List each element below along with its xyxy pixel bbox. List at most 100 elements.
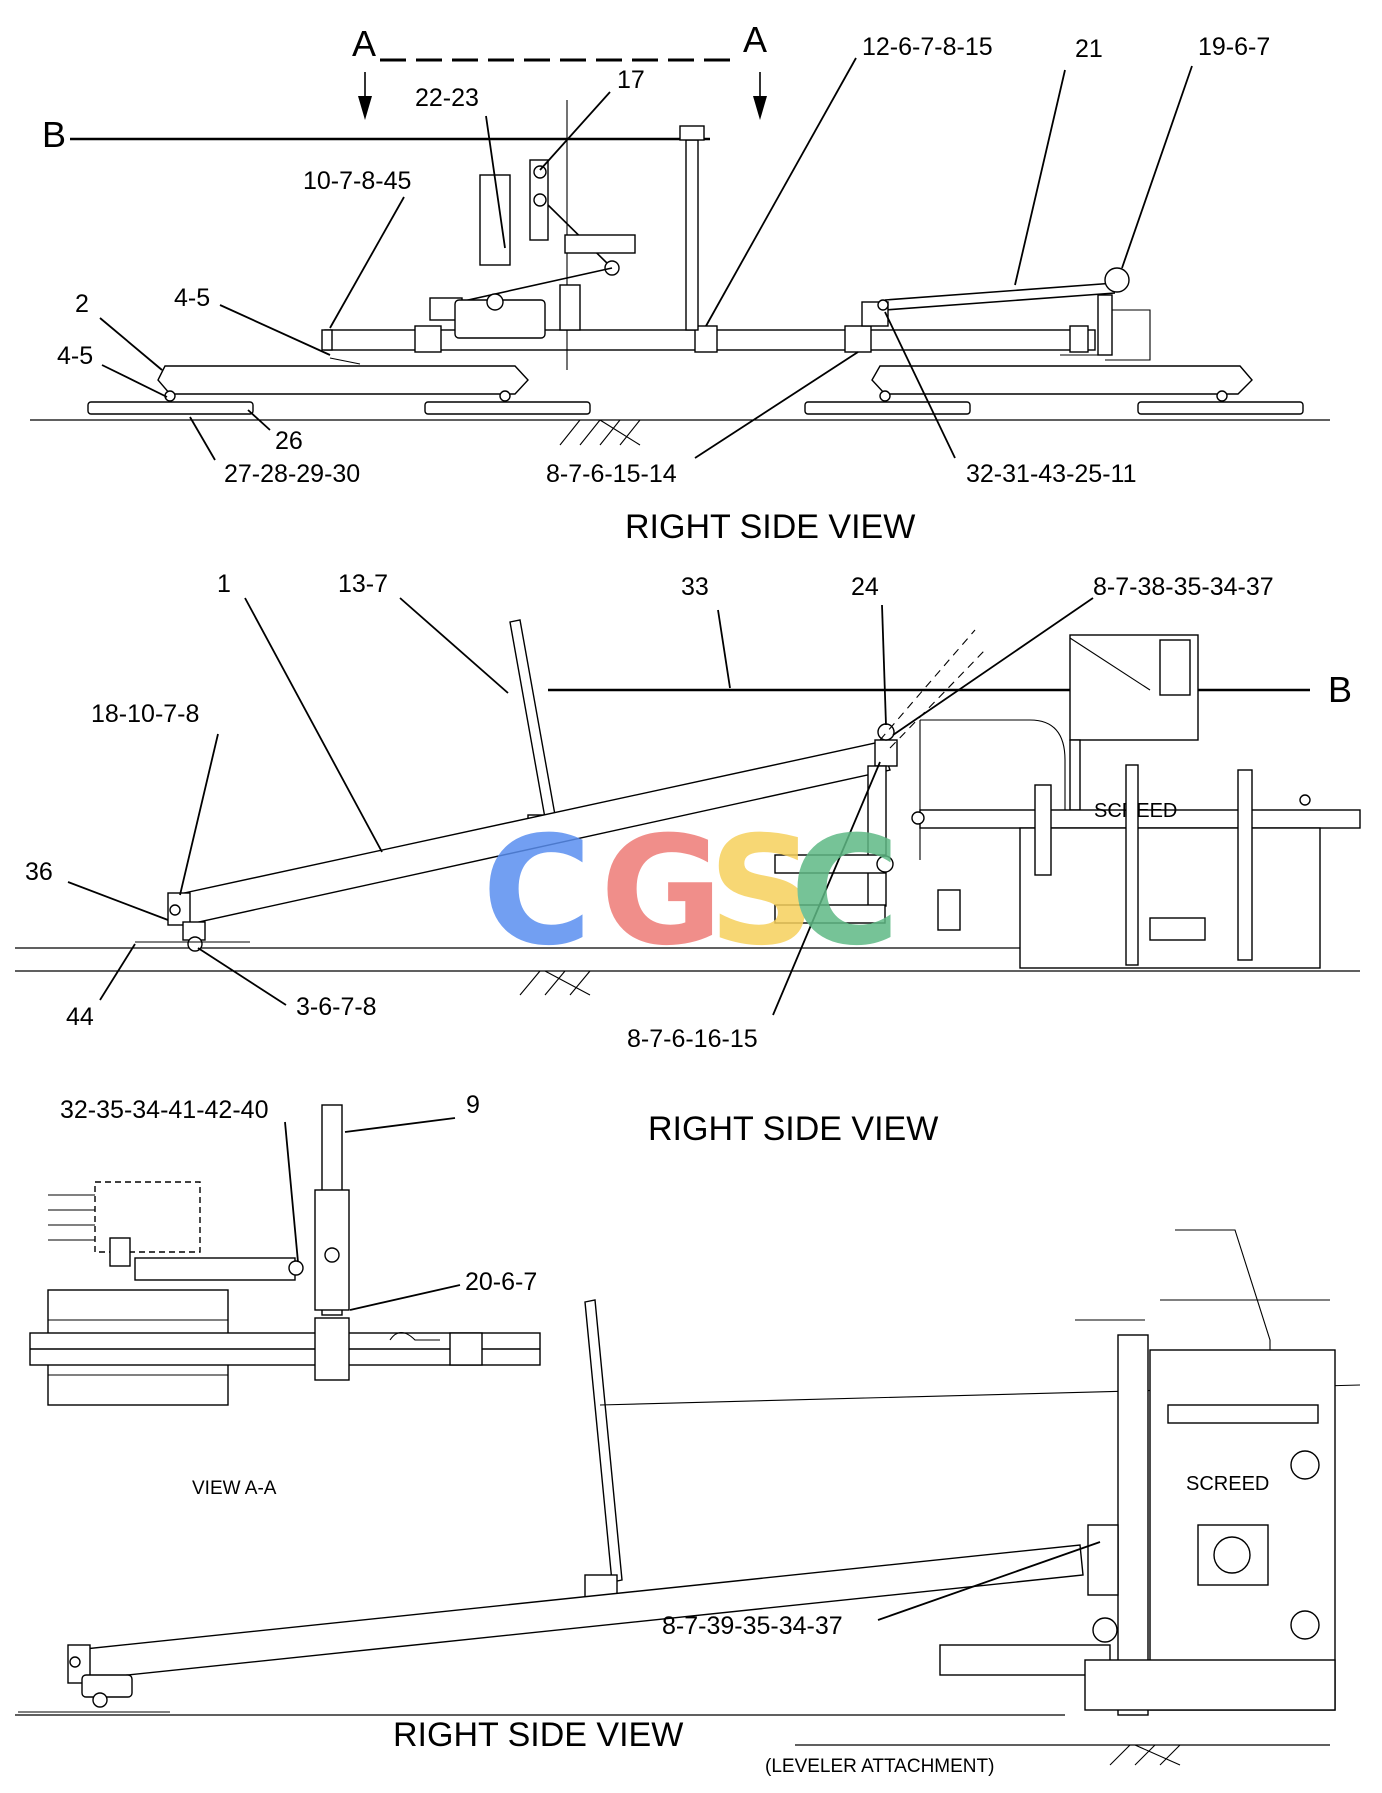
- screed-column: [1237, 769, 1253, 961]
- top-leaders: [99, 57, 1193, 461]
- ski-left: [157, 365, 529, 395]
- bracket: [564, 234, 636, 254]
- sensor-body: [479, 174, 511, 266]
- callout-22-23: 22-23: [415, 84, 479, 112]
- wheel: [879, 390, 891, 402]
- linkage-block: [559, 284, 581, 331]
- callout-20-6-7: 20-6-7: [465, 1268, 537, 1296]
- callout-21: 21: [1075, 35, 1103, 63]
- upright-rod: [509, 619, 556, 819]
- post-cap: [679, 125, 705, 141]
- view-a-a-leaders: [284, 1117, 461, 1311]
- wheel: [92, 1692, 108, 1708]
- bolt: [533, 165, 547, 179]
- screed-base: [1084, 1659, 1336, 1711]
- dashed-guide: [889, 649, 986, 749]
- wheel: [1216, 390, 1228, 402]
- ground-hatch: [519, 970, 591, 996]
- ski-right: [871, 365, 1253, 395]
- panel: [1159, 639, 1191, 696]
- callout-9: 9: [466, 1091, 480, 1119]
- callout-18-10-7-8: 18-10-7-8: [91, 700, 199, 728]
- screed-bracket: [937, 889, 961, 931]
- callout-8-7-6-15-14: 8-7-6-15-14: [546, 460, 677, 488]
- shoe: [81, 1674, 133, 1698]
- bolt: [69, 1656, 81, 1668]
- bolt: [533, 193, 547, 207]
- hitch: [449, 1332, 483, 1366]
- rear-arm: [884, 282, 1116, 301]
- tow-tube: [774, 904, 886, 924]
- callout-8-7-38-35-34-37: 8-7-38-35-34-37: [1093, 573, 1274, 601]
- beam-end: [321, 329, 333, 351]
- callout-17: 17: [617, 66, 645, 94]
- pivot-ring: [1213, 1536, 1251, 1574]
- view-a-a: 32-35-34-41-42-40 9 20-6-7 VIEW A-A: [29, 1091, 541, 1499]
- ground-hatch: [559, 419, 641, 446]
- middle-right-side-view: B SCREED: [15, 570, 1361, 1148]
- rear-post: [1097, 294, 1113, 356]
- beam-bracket: [414, 325, 442, 353]
- bolt: [288, 1260, 304, 1276]
- callout-10-7-8-45: 10-7-8-45: [303, 167, 411, 195]
- rear-frame: [1105, 309, 1151, 361]
- beam-bracket: [844, 325, 872, 353]
- pivot-ring: [1104, 267, 1130, 293]
- bolt: [324, 1247, 340, 1263]
- ski-pad: [1137, 401, 1304, 415]
- screed-column: [1117, 1334, 1149, 1716]
- view-title-top: RIGHT SIDE VIEW: [625, 508, 915, 546]
- screed-housing: [919, 719, 1066, 961]
- bottom-leaders: [877, 1541, 1101, 1621]
- callout-8-7-6-16-15: 8-7-6-16-15: [627, 1025, 758, 1053]
- section-mark-b-top: B: [42, 114, 66, 155]
- cgsc-watermark-logo: C G S C: [482, 805, 900, 979]
- view-subtitle-bottom: (LEVELER ATTACHMENT): [765, 1756, 994, 1777]
- arrow-down-icon: [753, 96, 767, 120]
- callout-13-7: 13-7: [338, 570, 388, 598]
- callout-36: 36: [25, 858, 53, 886]
- section-mark-a-right: A: [743, 19, 767, 60]
- bolt: [911, 811, 925, 825]
- callout-33: 33: [681, 573, 709, 601]
- callout-3-6-7-8: 3-6-7-8: [296, 993, 377, 1021]
- callout-2: 2: [75, 290, 89, 318]
- clamp: [314, 1317, 350, 1381]
- callout-24: 24: [851, 573, 879, 601]
- callout-1: 1: [217, 570, 231, 598]
- callout-26: 26: [275, 427, 303, 455]
- pivot: [876, 855, 894, 873]
- beam-bracket: [1069, 325, 1089, 353]
- callout-8-7-39-35-34-37: 8-7-39-35-34-37: [662, 1612, 843, 1640]
- section-mark-a-left: A: [352, 23, 376, 64]
- watermark-letter-s: S: [708, 805, 816, 979]
- callout-19-6-7: 19-6-7: [1198, 33, 1270, 61]
- upright-rod: [584, 1299, 623, 1583]
- arm-clamp: [109, 1237, 131, 1267]
- ski-pad: [804, 401, 971, 415]
- screed-plate: [1167, 1404, 1319, 1424]
- watermark-letter-c2: C: [790, 805, 900, 979]
- bottom-right-side-view: SCREED 8-7-39-35-34-37 RIGHT SIDE VIEW (…: [15, 1229, 1361, 1777]
- dashed-guide: [879, 629, 976, 741]
- view-title-middle: RIGHT SIDE VIEW: [648, 1110, 938, 1148]
- pivot: [486, 293, 504, 311]
- ski-pad: [87, 401, 254, 415]
- linkage-arm: [449, 267, 613, 305]
- screed-column: [1034, 784, 1052, 876]
- pivot-ring: [1290, 1450, 1320, 1480]
- arm-mount: [1087, 1524, 1119, 1596]
- bolt: [1299, 794, 1311, 806]
- screed-label-bottom: SCREED: [1186, 1473, 1269, 1495]
- callout-32-35-34-41-42-40: 32-35-34-41-42-40: [60, 1096, 268, 1124]
- arrow-down-icon: [358, 96, 372, 120]
- screed-body: [1019, 827, 1321, 969]
- screed-column: [1125, 764, 1139, 966]
- main-boom: [74, 1544, 1084, 1681]
- ground-hatch: [1109, 1744, 1181, 1766]
- beam-link: [329, 357, 361, 365]
- callout-4-5-lower: 4-5: [57, 342, 93, 370]
- wheel: [499, 390, 511, 402]
- middle-leaders: [67, 597, 1094, 1016]
